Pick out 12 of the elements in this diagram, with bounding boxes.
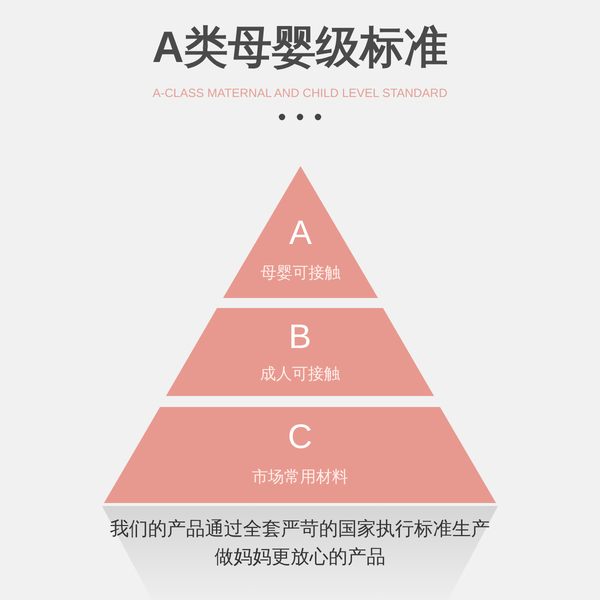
- tier-label: 市场常用材料: [252, 468, 348, 488]
- tier-label: 成人可接触: [260, 365, 340, 385]
- description-text: 我们的产品通过全套严苛的国家执行标准生产做妈妈更放心的产品: [109, 518, 491, 570]
- tier-letter: B: [288, 319, 312, 355]
- title: A类母婴级标准: [152, 22, 448, 74]
- pyramid-middle-tier: [166, 308, 434, 396]
- tier-letter: A: [289, 215, 312, 251]
- subtitle: A-CLASS MATERNAL AND CHILD LEVEL STANDARD: [152, 86, 448, 101]
- tier-label: 母婴可接触: [260, 264, 340, 284]
- tier-letter: C: [288, 419, 312, 455]
- pyramid-top-tier: [223, 166, 378, 298]
- pyramid-bottom-tier: [104, 407, 496, 503]
